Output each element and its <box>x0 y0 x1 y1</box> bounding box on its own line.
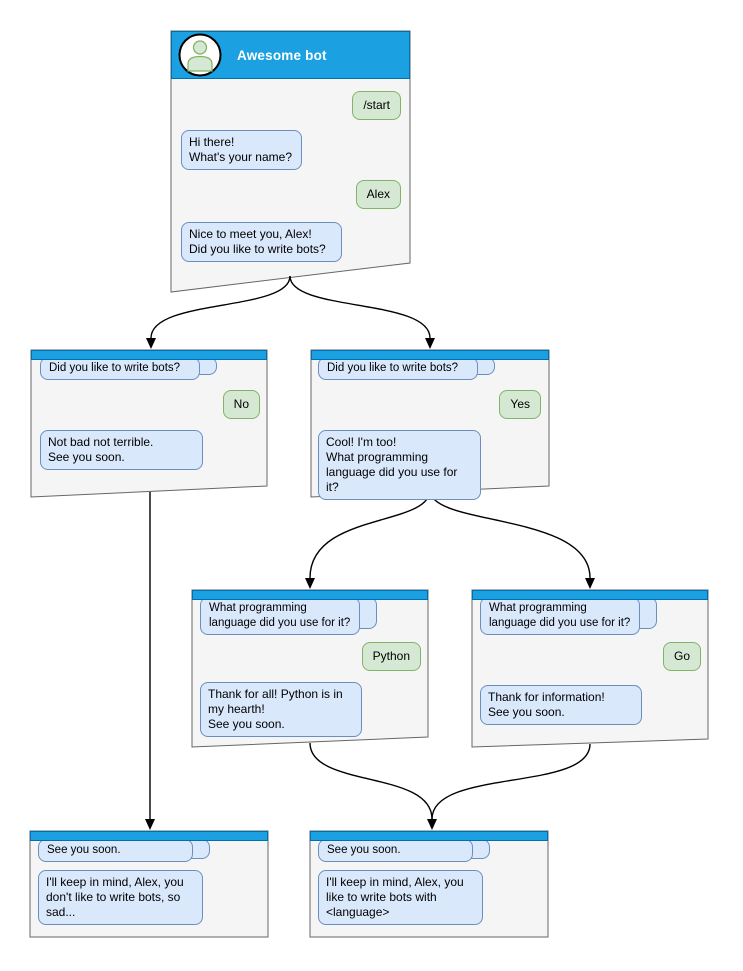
context-question-bubble: What programming language did you use fo… <box>200 597 360 635</box>
bot-message-bubble: Thank for all! Python is in my hearth! S… <box>200 682 362 737</box>
arrow-python-to-end <box>309 742 433 820</box>
chat-window-end-yes: See you soon. I'll keep in mind, Alex, y… <box>310 831 548 937</box>
context-question-bubble: Did you like to write bots? <box>40 357 200 380</box>
chat-window-end-no: See you soon. I'll keep in mind, Alex, y… <box>30 831 268 937</box>
arrowhead-yes <box>425 338 435 349</box>
bot-message-bubble: I'll keep in mind, Alex, you don't like … <box>38 870 203 925</box>
arrowhead-python <box>305 578 315 589</box>
chat-window-branch-go: What programming language did you use fo… <box>472 590 708 747</box>
bot-message-bubble: Nice to meet you, Alex! Did you like to … <box>181 222 342 262</box>
chat-window-awesome-bot: Awesome bot /start Hi there! What's your… <box>171 31 410 292</box>
chat-window-branch-python: What programming language did you use fo… <box>192 590 428 747</box>
arrowhead-go <box>585 578 595 589</box>
bot-message-bubble: Cool! I'm too! What programming language… <box>318 430 481 500</box>
chat-window-branch-no: Did you like to write bots? No Not bad n… <box>31 350 267 497</box>
bot-message-bubble: Not bad not terrible. See you soon. <box>40 430 203 470</box>
arrowhead-no <box>146 338 156 349</box>
window-titlebar <box>472 590 708 600</box>
arrow-root-to-yes <box>289 275 431 339</box>
context-question-bubble: Did you like to write bots? <box>318 357 478 380</box>
window-title: Awesome bot <box>237 47 327 63</box>
arrowhead-end-no <box>145 819 155 830</box>
window-titlebar: Awesome bot <box>171 31 410 79</box>
bot-message-bubble: Hi there! What's your name? <box>181 130 302 170</box>
arrowhead-end-yes <box>427 819 437 830</box>
window-titlebar <box>192 590 428 600</box>
arrow-yes-to-go <box>429 489 591 579</box>
user-message-bubble: No <box>222 390 260 419</box>
arrow-yes-to-python <box>309 489 431 579</box>
window-titlebar <box>310 831 548 841</box>
context-question-bubble: See you soon. <box>318 839 473 862</box>
user-message-bubble: Python <box>361 642 421 671</box>
window-titlebar <box>311 350 549 360</box>
bot-message-bubble: Thank for information! See you soon. <box>480 685 642 725</box>
arrow-go-to-end <box>431 743 591 820</box>
window-titlebar <box>30 831 268 841</box>
arrow-root-to-no <box>150 275 291 339</box>
bot-avatar-icon <box>178 33 222 77</box>
context-question-bubble: See you soon. <box>38 839 193 862</box>
user-message-bubble: Yes <box>499 390 541 419</box>
user-message-bubble: Go <box>662 642 701 671</box>
bot-message-bubble: I'll keep in mind, Alex, you like to wri… <box>318 870 483 925</box>
user-message-bubble: /start <box>352 91 401 120</box>
context-question-bubble: What programming language did you use fo… <box>480 597 640 635</box>
chat-window-branch-yes: Did you like to write bots? Yes Cool! I'… <box>311 350 549 500</box>
window-titlebar <box>31 350 267 360</box>
user-message-bubble: Alex <box>355 180 401 209</box>
